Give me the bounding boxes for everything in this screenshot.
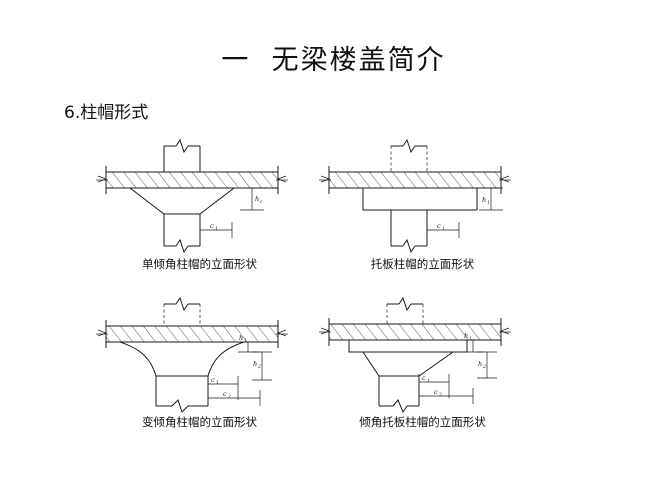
dimension-label-h2-subscript: 2 (482, 364, 486, 370)
dimension-label-c2: c (434, 388, 438, 396)
dimension-column-width: c 1 (426, 222, 460, 238)
figure-caption-single-slope: 单倾角柱帽的立面形状 (142, 257, 257, 271)
dimension-column-width: c 1 (207, 376, 239, 400)
figure-grid: h c c 1 单倾角柱帽的立面形状 (0, 132, 667, 442)
column-capital (362, 351, 455, 377)
drop-panel (362, 187, 478, 211)
column-capital (128, 187, 236, 215)
diagram-variable-slope-capital: h 1 h 2 c 1 (96, 296, 288, 413)
dimension-label-c2-subscript: 2 (227, 394, 231, 400)
diagram-drop-panel-capital: h 1 c 1 (319, 138, 511, 254)
section-subtitle: 6.柱帽形式 (64, 103, 149, 123)
dimension-label-h1-subscript: 1 (244, 338, 247, 344)
dimension-capital-depth: h 2 (477, 351, 497, 379)
dimension-label-c2-subscript: 2 (438, 392, 442, 398)
column-capital (119, 341, 245, 377)
diagram-sloped-drop-panel-capital: h 1 h 2 c 1 (319, 296, 511, 414)
lower-column (390, 210, 428, 254)
dimension-label-c1: c (422, 374, 426, 382)
lower-column (378, 375, 420, 414)
figure-sloped-drop-panel-capital: h 1 h 2 c 1 (315, 290, 530, 440)
lower-column (163, 213, 201, 254)
figure-single-slope-capital: h c c 1 单倾角柱帽的立面形状 (92, 132, 307, 282)
figure-drop-panel-capital: h 1 c 1 托板柱帽的立面形状 (315, 132, 530, 282)
dimension-capital-lower-depth: h 2 (252, 351, 272, 381)
dimension-label-h-subscript: 1 (487, 200, 490, 206)
dimension-label-h: h (482, 196, 486, 204)
figure-caption-drop-panel: 托板柱帽的立面形状 (370, 257, 475, 271)
dimension-slab-thickness: h c (240, 187, 264, 211)
dimension-column-width: c 1 (199, 222, 233, 238)
dimension-label-h1: h (239, 334, 243, 342)
dimension-column-width: c 1 (418, 374, 450, 398)
dimension-label-h1-subscript: 1 (469, 336, 472, 342)
figure-caption-sloped-drop-panel: 倾角托板柱帽的立面形状 (359, 415, 486, 429)
dimension-label-c: c (210, 222, 214, 230)
dimension-label-h: h (255, 195, 259, 203)
dimension-label-h1: h (464, 332, 468, 340)
dimension-label-c-subscript: 1 (215, 226, 218, 232)
dimension-label-c: c (437, 222, 441, 230)
dimension-label-h2: h (253, 360, 257, 368)
diagram-single-slope-capital: h c c 1 (96, 138, 288, 254)
floor-slab (96, 166, 288, 194)
lower-column (155, 376, 209, 413)
dimension-capital-width: c 2 (207, 390, 261, 406)
dimension-label-c-subscript: 1 (442, 226, 445, 232)
page-title: 一 无梁楼盖简介 (221, 45, 446, 76)
dimension-drop-panel-depth: h 1 (479, 187, 503, 211)
dimension-capital-width: c 2 (418, 388, 474, 404)
dimension-label-h2: h (478, 360, 482, 368)
figure-caption-variable-slope: 变倾角柱帽的立面形状 (142, 415, 257, 429)
dimension-label-c2: c (223, 390, 227, 398)
dimension-label-c1-subscript: 1 (427, 378, 430, 384)
dimension-label-h2-subscript: 2 (257, 364, 261, 370)
figure-variable-slope-capital: h 1 h 2 c 1 (92, 290, 307, 440)
dimension-label-c1-subscript: 1 (216, 380, 219, 386)
dimension-label-h-subscript: c (260, 200, 263, 205)
upper-column (386, 296, 424, 330)
dimension-label-c1: c (211, 376, 215, 384)
upper-column (390, 138, 428, 178)
drop-panel (348, 339, 468, 353)
